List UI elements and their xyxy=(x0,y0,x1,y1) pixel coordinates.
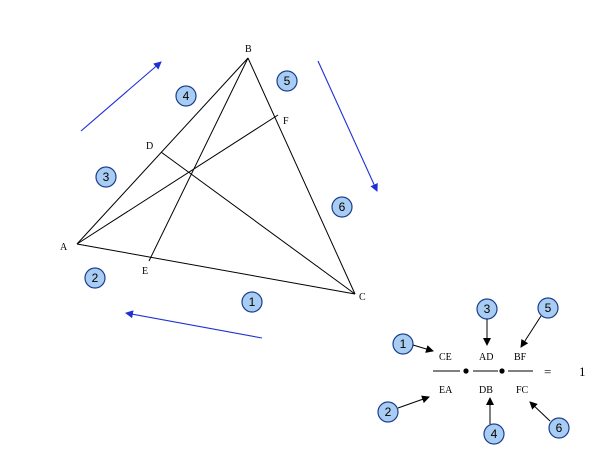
cevian-be xyxy=(148,57,249,262)
side-ab xyxy=(76,57,249,245)
equals-sign: = xyxy=(544,364,551,379)
term3-numerator: BF xyxy=(514,352,527,363)
ceva-formula: CE EA AD DB BF FC = 1 xyxy=(433,352,586,396)
multiply-dot-2 xyxy=(499,368,505,374)
badge-4: 4 xyxy=(175,85,197,107)
svg-text:5: 5 xyxy=(284,74,291,88)
formula-arrow-1 xyxy=(412,344,434,353)
cevian-af xyxy=(76,114,279,245)
triangle xyxy=(76,57,356,295)
svg-text:5: 5 xyxy=(545,301,552,315)
formula-badge-6: 6 xyxy=(529,401,570,439)
term1-numerator: CE xyxy=(439,352,452,363)
term1-denominator: EA xyxy=(439,385,453,396)
vertex-label-c: C xyxy=(359,292,366,303)
badge-2: 2 xyxy=(84,267,106,289)
svg-text:1: 1 xyxy=(400,337,407,351)
svg-text:3: 3 xyxy=(103,170,110,184)
direction-arrow-ca xyxy=(125,310,263,339)
direction-arrow-bc xyxy=(317,60,378,192)
svg-text:4: 4 xyxy=(183,89,190,103)
vertex-label-d: D xyxy=(146,141,153,152)
term3-denominator: FC xyxy=(516,385,529,396)
svg-text:1: 1 xyxy=(249,295,256,309)
badge-6: 6 xyxy=(331,196,353,218)
svg-text:3: 3 xyxy=(484,302,491,316)
formula-badge-4: 4 xyxy=(483,397,505,445)
badge-5: 5 xyxy=(276,70,298,92)
svg-text:2: 2 xyxy=(92,271,99,285)
svg-text:4: 4 xyxy=(491,427,498,441)
formula-arrow-5 xyxy=(520,315,542,348)
cevian-cd xyxy=(160,151,356,295)
vertex-label-b: B xyxy=(245,44,252,55)
badge-1: 1 xyxy=(241,291,263,313)
formula-result: 1 xyxy=(579,364,586,379)
multiply-dot-1 xyxy=(463,368,469,374)
side-bc xyxy=(247,57,356,295)
vertex-label-f: F xyxy=(283,116,289,127)
term2-denominator: DB xyxy=(479,385,493,396)
svg-text:6: 6 xyxy=(556,421,563,435)
cevians xyxy=(76,57,356,295)
vertex-label-e: E xyxy=(142,266,148,277)
formula-badge-2: 2 xyxy=(377,395,430,423)
formula-arrow-2 xyxy=(397,395,430,409)
term2-numerator: AD xyxy=(479,352,493,363)
triangle-badges: 1 2 3 4 5 6 xyxy=(84,70,353,313)
svg-text:2: 2 xyxy=(385,405,392,419)
svg-text:6: 6 xyxy=(339,200,346,214)
formula-badge-5: 5 xyxy=(520,297,559,348)
side-ca xyxy=(76,243,356,295)
formula-badges: 1 2 3 4 5 6 xyxy=(377,297,570,445)
formula-badge-1: 1 xyxy=(392,333,434,355)
direction-arrow-ab xyxy=(80,61,162,132)
badge-3: 3 xyxy=(95,166,117,188)
vertex-label-a: A xyxy=(60,242,68,253)
formula-badge-3: 3 xyxy=(476,298,498,346)
formula-arrow-6 xyxy=(529,401,551,422)
